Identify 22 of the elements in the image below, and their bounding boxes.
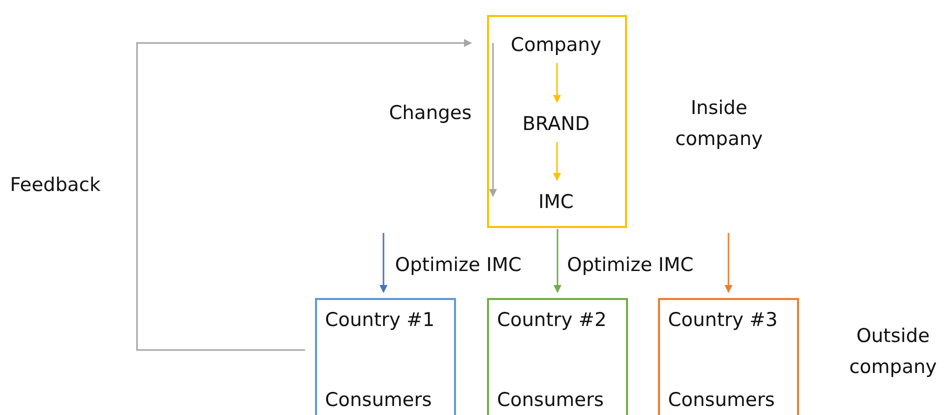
company-frame bbox=[487, 15, 627, 228]
region-label: Outside company bbox=[848, 324, 938, 380]
arrow bbox=[136, 39, 472, 351]
box-text: Consumers bbox=[497, 388, 605, 412]
region-label: Inside company bbox=[674, 96, 764, 152]
arrow bbox=[489, 43, 497, 197]
arrow bbox=[553, 63, 561, 103]
node-text: Company bbox=[502, 33, 610, 57]
arrow bbox=[380, 233, 388, 293]
country-box bbox=[487, 298, 628, 415]
box-title: Country #3 bbox=[668, 308, 779, 332]
arrow bbox=[554, 229, 562, 293]
arrow bbox=[724, 233, 732, 293]
node-text: BRAND bbox=[502, 112, 610, 136]
country-box bbox=[315, 298, 456, 415]
arrow bbox=[553, 142, 561, 181]
box-text: Consumers bbox=[325, 388, 433, 412]
box-title: Country #1 bbox=[325, 308, 436, 332]
box-text: Consumers bbox=[668, 388, 776, 412]
node-text: IMC bbox=[502, 190, 610, 214]
country-box bbox=[658, 298, 799, 415]
box-title: Country #2 bbox=[497, 308, 608, 332]
